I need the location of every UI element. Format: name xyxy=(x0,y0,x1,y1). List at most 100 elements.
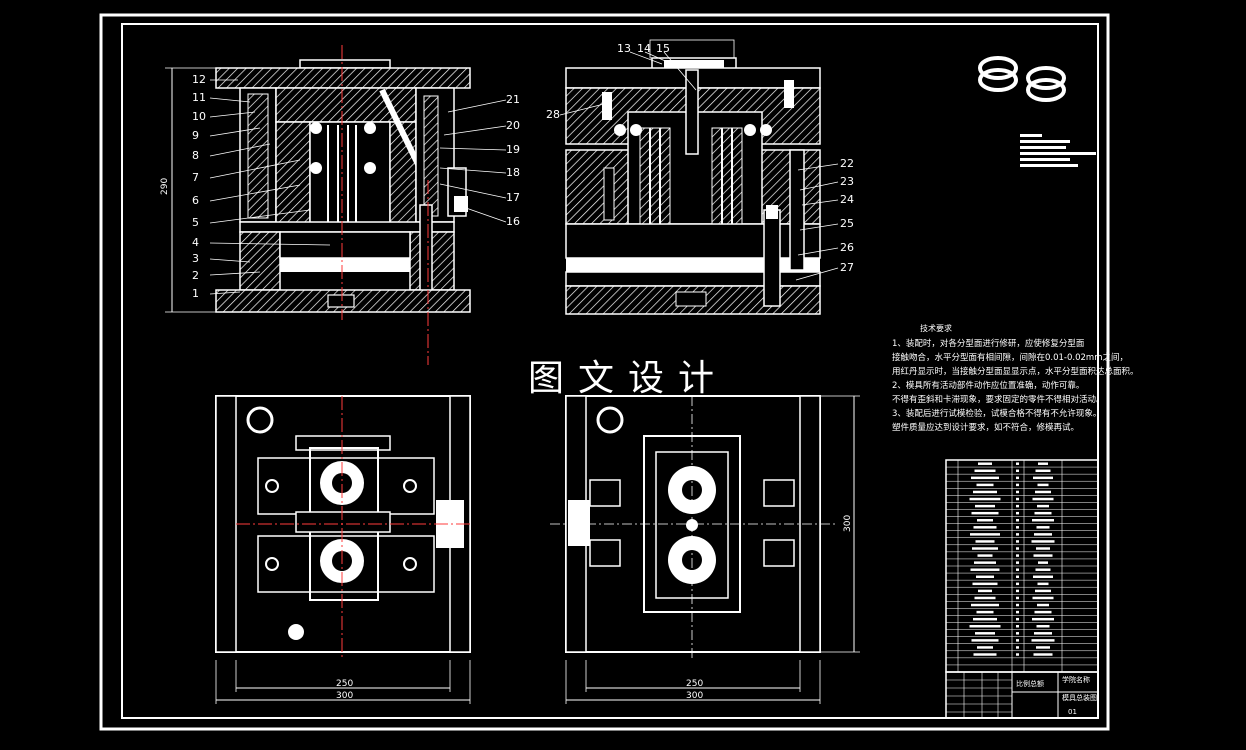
parts-list-name-glyph xyxy=(975,540,995,543)
parts-list-qty-glyph xyxy=(1016,490,1019,494)
parts-list-name-glyph xyxy=(974,469,996,473)
callout-12: 12 xyxy=(192,73,206,86)
callout-18: 18 xyxy=(506,166,520,179)
parts-list-qty-glyph xyxy=(1016,526,1019,529)
parts-list-qty-glyph xyxy=(1016,504,1019,508)
parts-list-qty-glyph xyxy=(1016,603,1019,607)
parts-list-name-glyph xyxy=(971,476,999,480)
parts-list-material-glyph xyxy=(1038,462,1048,465)
callout-9: 9 xyxy=(192,129,199,142)
callout-25: 25 xyxy=(840,217,854,230)
parts-list-qty-glyph xyxy=(1016,625,1019,628)
note-line-1: 1、装配时，对各分型面进行修研，应使修复分型面 xyxy=(892,338,1085,349)
note-line-7: 塑件质量应达到设计要求，如不符合，修模再试。 xyxy=(892,422,1079,433)
parts-list-qty-glyph xyxy=(1016,469,1019,473)
parts-list-material-glyph xyxy=(1032,596,1054,600)
callout-17: 17 xyxy=(506,191,520,204)
parts-list-qty-glyph xyxy=(1016,519,1019,522)
note-line-2: 接触吻合，水平分型面有相间隙，间隙在0.01-0.02mm之间， xyxy=(892,352,1128,363)
callout-8: 8 xyxy=(192,149,199,162)
callout-23: 23 xyxy=(840,175,854,188)
callout-2: 2 xyxy=(192,269,199,282)
parts-list-name-glyph xyxy=(970,533,1000,536)
parts-list-qty-glyph xyxy=(1016,575,1019,579)
dim-width-right xyxy=(565,660,821,704)
parts-list-material-glyph xyxy=(1033,476,1053,480)
dim-inner-width-left: 250 xyxy=(336,679,353,689)
callout-6: 6 xyxy=(192,194,199,207)
parts-list-name-glyph xyxy=(975,504,995,508)
dim-width-left xyxy=(215,660,471,704)
parts-list-material-glyph xyxy=(1032,497,1054,501)
parts-list-name-glyph xyxy=(977,646,993,649)
plan-view-left xyxy=(215,395,471,660)
plan-view-right xyxy=(550,395,836,660)
callout-26: 26 xyxy=(840,241,854,254)
section-view-right xyxy=(565,39,821,315)
parts-list-material-glyph xyxy=(1035,568,1051,571)
parts-list-material-glyph xyxy=(1034,511,1052,515)
note-line-4: 2、模具所有活动部件动作应位置准确，动作可靠。 xyxy=(892,380,1084,391)
parts-list-material-glyph xyxy=(1037,582,1049,586)
parts-list-name-glyph xyxy=(971,511,999,515)
parts-list-material-glyph xyxy=(1036,625,1050,628)
parts-list-name-glyph xyxy=(978,462,992,465)
callout-21: 21 xyxy=(506,93,520,106)
dim-height-right xyxy=(820,395,860,653)
parts-list-name-glyph xyxy=(972,547,998,550)
callout-15: 15 xyxy=(656,42,670,55)
callout-14: 14 xyxy=(637,42,651,55)
legend-bars xyxy=(1020,134,1096,167)
parts-list-material-glyph xyxy=(1032,617,1054,621)
parts-list-qty-glyph xyxy=(1016,511,1019,515)
parts-list-material-glyph xyxy=(1037,504,1049,508)
dim-inner-width-right: 250 xyxy=(686,679,703,689)
parts-list-qty-glyph xyxy=(1016,646,1019,649)
callout-27: 27 xyxy=(840,261,854,274)
parts-list-name-glyph xyxy=(975,632,995,635)
dim-left-height: 290 xyxy=(160,178,170,195)
parts-list-table xyxy=(945,459,1099,673)
parts-list-material-glyph xyxy=(1033,554,1053,557)
parts-list-material-glyph xyxy=(1037,483,1049,487)
parts-list-material-glyph xyxy=(1035,589,1051,593)
parts-list-name-glyph xyxy=(970,568,1000,571)
parts-list-name-glyph xyxy=(978,589,992,593)
parts-list-qty-glyph xyxy=(1016,547,1019,550)
parts-list-material-glyph xyxy=(1031,540,1055,543)
parts-list-name-glyph xyxy=(976,575,994,579)
parts-list-material-glyph xyxy=(1035,490,1051,494)
parts-list-material-glyph xyxy=(1033,653,1053,656)
parts-list-name-glyph xyxy=(973,653,997,656)
parts-list-material-glyph xyxy=(1038,561,1048,564)
title-scale-label: 比例总额 xyxy=(1016,679,1044,688)
notes-title: 技术要求 xyxy=(920,323,952,333)
parts-list-name-glyph xyxy=(977,554,993,557)
parts-list-qty-glyph xyxy=(1016,639,1019,642)
parts-list-qty-glyph xyxy=(1016,561,1019,564)
callout-10: 10 xyxy=(192,110,206,123)
parts-list-material-glyph xyxy=(1032,519,1054,522)
parts-list-qty-glyph xyxy=(1016,476,1019,480)
callout-1: 1 xyxy=(192,287,199,300)
inner-frame xyxy=(121,23,1099,719)
parts-list-name-glyph xyxy=(973,526,997,529)
parts-list-name-glyph xyxy=(974,596,996,600)
title-sheet: 01 xyxy=(1068,708,1077,716)
outer-frame xyxy=(99,13,1110,731)
parts-list-qty-glyph xyxy=(1016,632,1019,635)
callouts-left-group xyxy=(209,79,331,295)
parts-list-qty-glyph xyxy=(1016,462,1019,465)
callout-16: 16 xyxy=(506,215,520,228)
dim-outer-width-left: 300 xyxy=(336,691,353,701)
parts-list-name-glyph xyxy=(976,610,994,614)
callout-11: 11 xyxy=(192,91,206,104)
parts-list-name-glyph xyxy=(971,603,999,607)
parts-list-material-glyph xyxy=(1033,575,1053,579)
callouts-right-group xyxy=(795,163,839,281)
callouts-top-group xyxy=(559,51,697,116)
callout-19: 19 xyxy=(506,143,520,156)
callout-4: 4 xyxy=(192,236,199,249)
title-drawing-name: 模具总装图 xyxy=(1062,693,1097,702)
